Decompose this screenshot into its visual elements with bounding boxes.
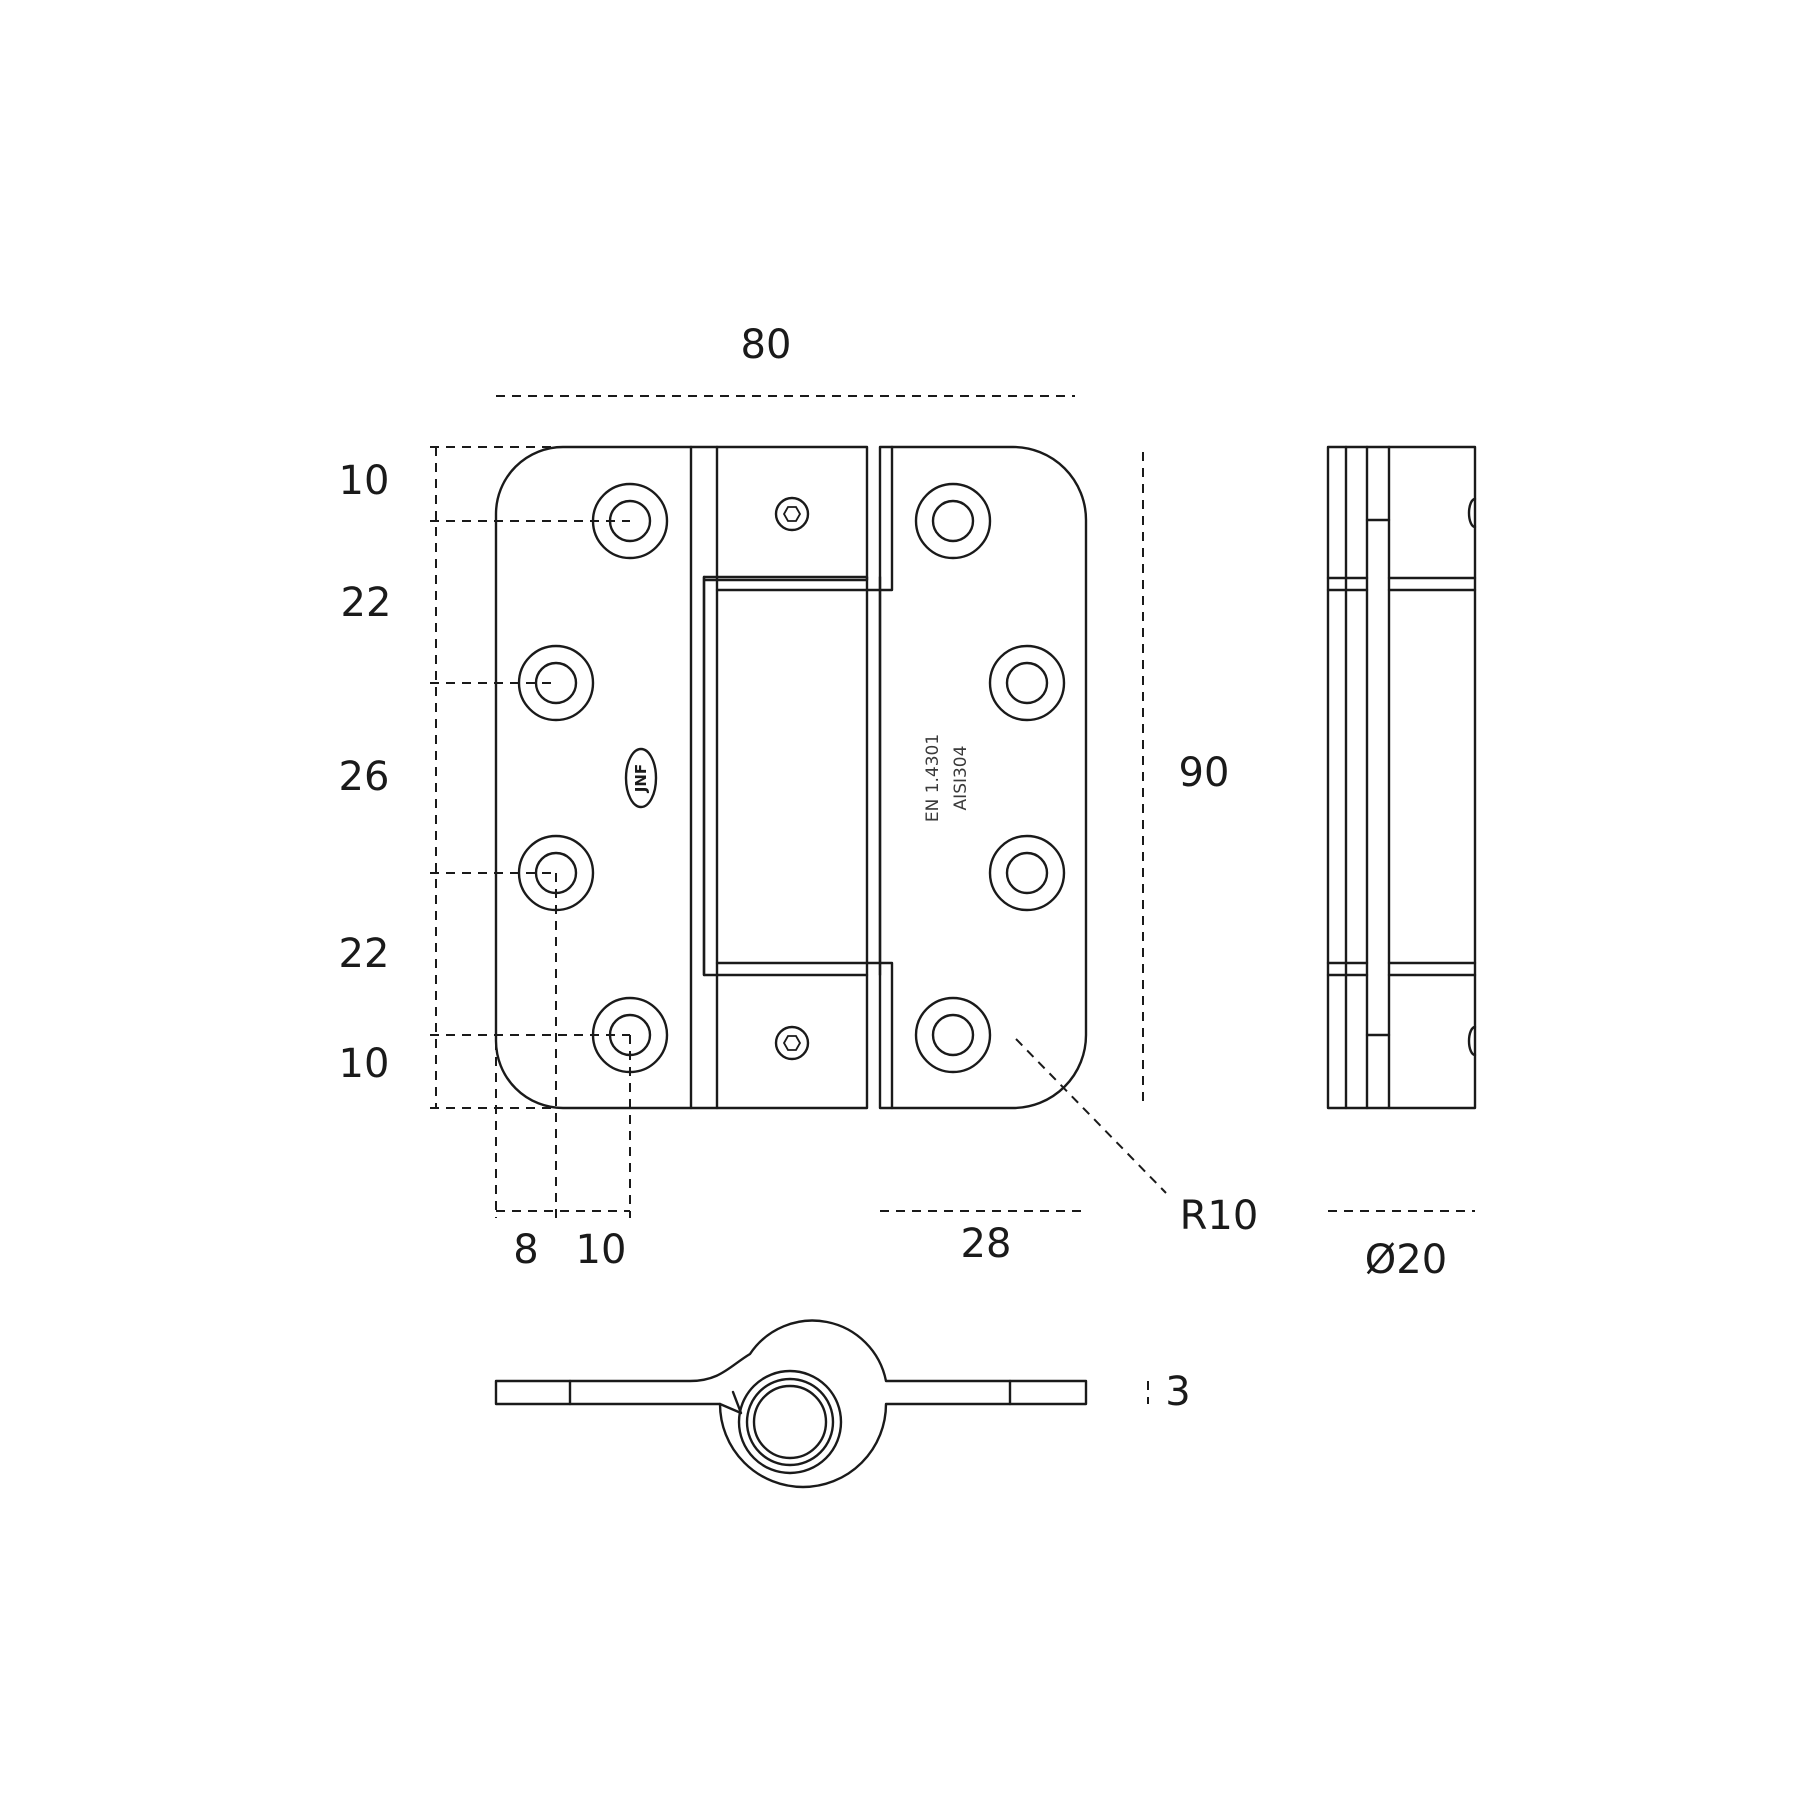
side-view-screw-heads <box>1467 497 1477 1057</box>
side-view-knuckle-joints <box>1326 576 1477 977</box>
hex-screw-head <box>774 1025 810 1061</box>
brand-logo: JNF <box>624 747 658 809</box>
top-view <box>494 1319 1088 1489</box>
material-marking-line-2: AISI304 <box>951 746 971 811</box>
dim-hole-spacing-1: 22 <box>341 580 392 626</box>
dim-knuckle-diameter: Ø20 <box>1365 1237 1447 1283</box>
dim-overall-height: 90 <box>1179 750 1230 796</box>
dim-corner-radius: R10 <box>1180 1193 1259 1239</box>
knuckle-cutout-inner <box>702 575 869 977</box>
dim-hole-edge-offset: 8 <box>513 1227 538 1273</box>
left-leaf-outline <box>494 445 869 1110</box>
screw-hole-countersink <box>914 482 992 560</box>
side-view-outline <box>1326 445 1477 1110</box>
dim-overall-width: 80 <box>741 322 792 368</box>
dim-leaf-width: 28 <box>961 1221 1012 1267</box>
right-leaf-outline <box>878 445 1088 1110</box>
radius-leader <box>1015 1038 1167 1194</box>
screw-hole-countersink <box>988 644 1066 722</box>
logo-oval <box>624 747 658 809</box>
dim-hole-offset-bottom: 10 <box>339 1041 390 1087</box>
material-marking-line-1: EN 1.4301 <box>923 734 943 822</box>
screw-hole-countersink <box>988 834 1066 912</box>
knuckle-barrel-pin <box>752 1384 828 1460</box>
dim-hole-spacing-3: 22 <box>339 931 390 977</box>
front-view: JNF EN 1.4301 AISI304 <box>494 445 1088 1110</box>
screw-hole <box>931 499 975 543</box>
knuckle-cutout <box>702 575 869 977</box>
dimension-lines <box>430 395 1475 1404</box>
dimension-labels: 80 90 10 22 26 22 10 8 10 28 R10 Ø20 3 <box>339 322 1448 1415</box>
screw-hole-countersink <box>914 996 992 1074</box>
hex-screw-head <box>774 496 810 532</box>
dim-hole-spacing-2: 26 <box>339 754 390 800</box>
knuckle-barrel-outer <box>737 1369 843 1475</box>
top-view-left-leaf <box>494 1319 1088 1489</box>
screw-hole <box>534 661 578 705</box>
right-screw-holes <box>914 482 1066 1074</box>
hex-socket-icon <box>782 1035 802 1051</box>
hex-socket-icon <box>782 506 802 522</box>
right-leaf-knuckle-step <box>865 445 894 1110</box>
top-view-leaf-joint <box>718 1390 743 1415</box>
screw-hole <box>931 1013 975 1057</box>
screw-hole <box>1005 661 1049 705</box>
dim-hole-row-offset: 10 <box>576 1227 627 1273</box>
screw-hole <box>1005 851 1049 895</box>
knuckle-barrel-mid <box>745 1377 835 1467</box>
side-view <box>1326 445 1477 1110</box>
hex-adjustment-screws <box>774 496 810 1061</box>
dim-hole-offset-top: 10 <box>339 458 390 504</box>
logo-text: JNF <box>632 764 650 793</box>
side-view-pin <box>1365 518 1391 1037</box>
dim-leaf-thickness: 3 <box>1165 1369 1190 1415</box>
